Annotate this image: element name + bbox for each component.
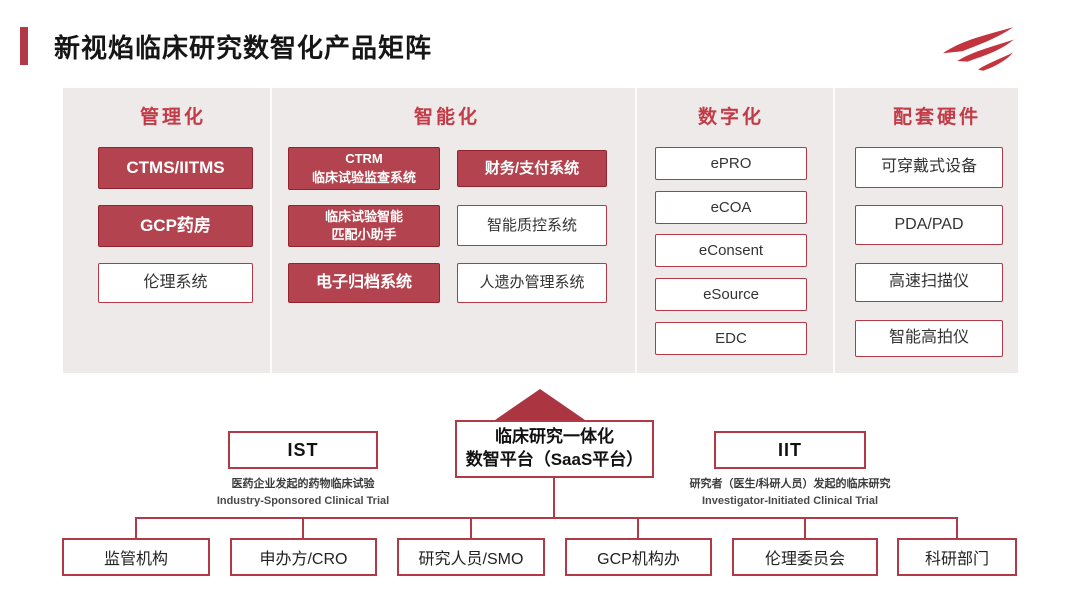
column-divider xyxy=(270,88,272,373)
stakeholder-box-researcher-smo: 研究人员/SMO xyxy=(397,538,545,576)
platform-line1: 临床研究一体化 xyxy=(495,427,614,447)
page-title: 新视焰临床研究数智化产品矩阵 xyxy=(54,33,433,63)
iit-caption-zh: 研究者（医生/科研人员）发起的临床研究 xyxy=(689,478,891,490)
product-box-earchive: 电子归档系统 xyxy=(288,263,440,303)
platform-line2: 数智平台（SaaS平台） xyxy=(465,450,644,469)
product-box-pda-pad: PDA/PAD xyxy=(855,205,1003,245)
iit-caption-en: Investigator-Initiated Clinical Trial xyxy=(701,494,879,507)
ist-caption-en: Industry-Sponsored Clinical Trial xyxy=(216,494,390,507)
connector-stub xyxy=(135,517,137,539)
product-box-line1: CTRM xyxy=(345,151,383,167)
ist-box: IST xyxy=(228,431,378,469)
product-box-ecoa: eCOA xyxy=(655,191,807,224)
column-divider xyxy=(635,88,637,373)
product-box-hgr-management: 人遗办管理系统 xyxy=(457,263,607,303)
column-header-management: 管理化 xyxy=(139,107,206,128)
product-box-scanner: 高速扫描仪 xyxy=(855,263,1003,302)
up-arrow-icon xyxy=(495,389,585,420)
product-box-esource: eSource xyxy=(655,278,807,311)
connector-stub xyxy=(302,517,304,539)
product-box-ctms: CTMS/IITMS xyxy=(98,147,253,189)
product-box-line2: 匹配小助手 xyxy=(331,227,397,242)
iit-caption: 研究者（医生/科研人员）发起的临床研究 Investigator-Initiat… xyxy=(655,476,925,509)
product-matrix-panel: 管理化 智能化 数字化 配套硬件 CTMS/IITMS GCP药房 伦理系统 C… xyxy=(63,88,1018,373)
connector-stub xyxy=(804,517,806,539)
column-header-intelligence: 智能化 xyxy=(413,107,480,128)
column-header-digital: 数字化 xyxy=(697,107,764,128)
product-box-qc-system: 智能质控系统 xyxy=(457,205,607,246)
column-divider xyxy=(833,88,835,373)
ist-caption-zh: 医药企业发起的药物临床试验 xyxy=(231,478,375,490)
stakeholder-box-sponsor-cro: 申办方/CRO xyxy=(230,538,377,576)
product-box-finance-payment: 财务/支付系统 xyxy=(457,150,607,187)
product-box-doc-camera: 智能高拍仪 xyxy=(855,320,1003,357)
product-box-ctrm: CTRM 临床试验监查系统 xyxy=(288,147,440,190)
product-box-wearable: 可穿戴式设备 xyxy=(855,147,1003,188)
ist-caption: 医药企业发起的药物临床试验 Industry-Sponsored Clinica… xyxy=(170,476,436,509)
iit-box: IIT xyxy=(714,431,866,469)
title-accent-bar xyxy=(20,27,28,65)
product-box-ethics-system: 伦理系统 xyxy=(98,263,253,303)
stakeholder-box-regulator: 监管机构 xyxy=(62,538,210,576)
product-box-edc: EDC xyxy=(655,322,807,355)
product-box-matching-assistant: 临床试验智能 匹配小助手 xyxy=(288,205,440,247)
flame-logo-icon xyxy=(942,27,1014,71)
stakeholder-box-gcp-office: GCP机构办 xyxy=(565,538,712,576)
product-box-epro: ePRO xyxy=(655,147,807,180)
connector-stub xyxy=(470,517,472,539)
connector-stub xyxy=(956,517,958,539)
column-header-hardware: 配套硬件 xyxy=(892,107,981,128)
product-box-line1: 临床试验智能 xyxy=(324,208,403,224)
product-box-line2: 临床试验监查系统 xyxy=(311,169,416,185)
connector-line-center xyxy=(553,478,555,517)
product-box-econsent: eConsent xyxy=(655,234,807,267)
platform-box: 临床研究一体化 数智平台（SaaS平台） xyxy=(455,420,654,478)
product-box-gcp-pharmacy: GCP药房 xyxy=(98,205,253,247)
stakeholder-box-ethics-committee: 伦理委员会 xyxy=(732,538,878,576)
connector-line-horizontal xyxy=(136,517,957,519)
connector-stub xyxy=(637,517,639,539)
stakeholder-box-research-dept: 科研部门 xyxy=(897,538,1017,576)
